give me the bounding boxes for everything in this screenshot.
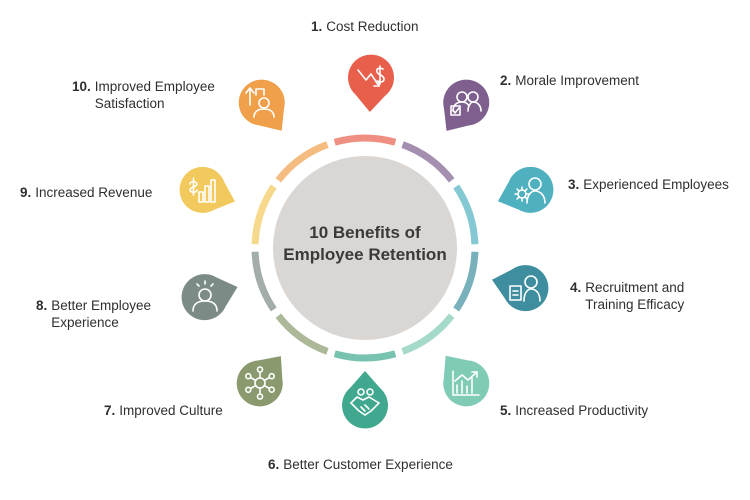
benefit-pins — [179, 54, 554, 429]
benefit-pin-5 — [443, 355, 490, 407]
cost-down-icon — [357, 65, 385, 87]
benefit-pin-10 — [238, 79, 285, 131]
document-person-icon — [509, 275, 541, 302]
benefit-label-2: 2.Morale Improvement — [500, 73, 640, 88]
pin-shape — [443, 79, 490, 131]
ring-segment — [401, 313, 455, 355]
benefit-pin-3 — [497, 166, 554, 213]
benefit-label-7: 7.Improved Culture — [104, 403, 223, 418]
handshake-icon — [350, 388, 380, 416]
benefit-pin-2 — [443, 79, 490, 131]
pin-shape — [443, 355, 490, 407]
ring-inner-gap — [262, 145, 468, 351]
pin-shape — [179, 166, 236, 213]
benefit-label-1: 1.Cost Reduction — [311, 19, 419, 34]
pin-shape — [236, 356, 283, 407]
pin-shape — [181, 274, 238, 321]
benefit-label-3: 3.Experienced Employees — [568, 177, 729, 192]
idea-person-icon — [192, 280, 218, 312]
center-circle — [273, 156, 457, 340]
benefit-pin-6 — [342, 371, 388, 429]
pin-shape — [348, 54, 395, 112]
gear-person-icon — [514, 177, 546, 204]
person-up-icon — [245, 87, 275, 118]
benefit-label-10: 10.Improved Employee Satisfaction — [72, 79, 215, 111]
network-icon — [245, 366, 275, 400]
ring-segment — [275, 141, 329, 183]
growth-chart-icon — [452, 370, 480, 396]
ring-segment — [453, 184, 479, 245]
benefit-label-8: 8.Better Employee Experience — [36, 298, 152, 330]
benefit-label-5: 5.Increased Productivity — [500, 403, 649, 418]
benefit-pin-7 — [236, 356, 283, 407]
ring-segment — [333, 134, 397, 146]
team-check-icon — [450, 91, 482, 116]
ring-segment — [453, 251, 479, 312]
revenue-chart-icon — [189, 177, 216, 203]
benefit-label-6: 6.Better Customer Experience — [268, 457, 453, 472]
benefit-label-9: 9.Increased Revenue — [20, 185, 153, 200]
benefit-pin-1 — [348, 54, 395, 112]
ring-segment — [251, 251, 277, 312]
ring-segment — [401, 141, 455, 183]
benefit-pin-8 — [181, 274, 238, 321]
benefit-pin-4 — [492, 265, 549, 312]
ring-segment — [333, 350, 397, 362]
benefit-label-4: 4.Recruitment and Training Efficacy — [570, 280, 685, 312]
center-title: 10 Benefits of Employee Retention — [283, 223, 447, 264]
ring-segment — [275, 313, 329, 355]
outer-ring — [251, 134, 479, 362]
benefit-pin-9 — [179, 166, 236, 213]
ring-segment — [251, 184, 277, 245]
